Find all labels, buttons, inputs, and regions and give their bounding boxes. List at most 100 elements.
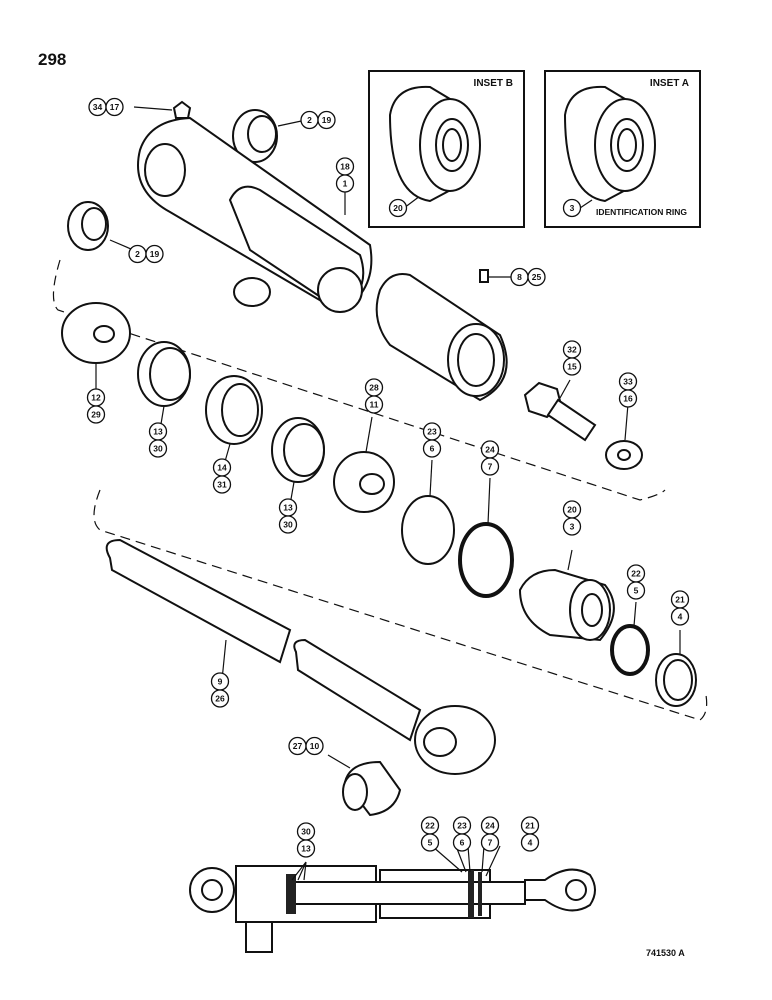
bushing-10 xyxy=(342,760,402,817)
callout-c34-17: 34 17 xyxy=(88,97,124,117)
callout-number: 7 xyxy=(488,462,493,472)
callout-number: 23 xyxy=(457,821,467,831)
callout-number: 2 xyxy=(135,249,140,259)
group-outline-upper xyxy=(52,259,666,501)
callout-circle xyxy=(520,833,540,852)
callout-circle xyxy=(335,174,355,193)
callout-number: 34 xyxy=(93,102,103,112)
callout-number: 25 xyxy=(532,272,542,282)
callout-c20-3: 203 xyxy=(562,500,582,536)
callout-circle xyxy=(480,457,500,476)
callout-c24-7-asm: 24 7 xyxy=(480,816,500,852)
callout-circle xyxy=(626,581,646,600)
fitting-small xyxy=(479,269,489,283)
callout-number: 19 xyxy=(150,249,160,259)
callout-circle xyxy=(212,475,232,494)
callout-number: 3 xyxy=(570,203,575,213)
callout-number: 14 xyxy=(217,463,227,473)
callout-c3-inset: 3 xyxy=(562,198,582,218)
callout-c23-6-asm: 23 6 xyxy=(452,816,472,852)
inset-b-gland xyxy=(388,85,481,203)
callout-number: 27 xyxy=(293,741,303,751)
callout-c22-5-asm: 225 xyxy=(420,816,440,852)
callout-number: 26 xyxy=(215,694,225,704)
washer-16 xyxy=(605,440,643,470)
callout-c9-26: 9 26 xyxy=(210,672,230,708)
inset-a-title: INSET A xyxy=(649,78,689,89)
callout-number: 4 xyxy=(528,838,533,848)
cylinder-head xyxy=(375,273,508,402)
bushing-top xyxy=(232,109,278,163)
callout-number: 23 xyxy=(427,427,437,437)
callout-number: 21 xyxy=(525,821,535,831)
callout-number: 7 xyxy=(488,838,493,848)
callout-circle xyxy=(670,607,690,626)
piston-nut-11 xyxy=(333,451,395,513)
callout-number: 17 xyxy=(110,102,120,112)
bushing-left xyxy=(67,201,109,251)
group-outline-lower xyxy=(93,489,708,721)
callout-circle xyxy=(317,110,336,130)
callout-circle xyxy=(422,439,442,458)
callout-number: 4 xyxy=(678,612,683,622)
page-number: 298 xyxy=(38,50,67,69)
callout-circle xyxy=(452,833,472,852)
callout-number: 28 xyxy=(369,383,379,393)
callout-circle xyxy=(618,389,638,408)
callout-number: 1 xyxy=(343,179,348,189)
callout-circle xyxy=(278,515,298,534)
callout-circle xyxy=(527,267,546,287)
callout-number: 33 xyxy=(623,377,633,387)
inset-a-box: INSET A xyxy=(544,70,701,228)
callout-circle xyxy=(86,405,106,424)
callout-circle xyxy=(562,357,582,376)
callout-number: 29 xyxy=(91,410,101,420)
assembled-cylinder xyxy=(189,865,596,953)
callout-number: 12 xyxy=(91,393,101,403)
callout-circle xyxy=(296,839,316,858)
callout-number: 10 xyxy=(310,741,320,751)
callout-number: 21 xyxy=(675,595,685,605)
callout-circle xyxy=(148,439,168,458)
callout-number: 6 xyxy=(460,838,465,848)
callout-number: 15 xyxy=(567,362,577,372)
callout-number: 30 xyxy=(153,444,163,454)
seal-5 xyxy=(610,624,650,676)
callout-circle xyxy=(388,198,408,218)
callout-c21-4-asm: 21 4 xyxy=(520,816,540,852)
callout-c2-19-left: 2 19 xyxy=(128,244,164,264)
callout-circle xyxy=(305,736,324,756)
figure-code: 741530 A xyxy=(646,948,685,958)
callout-circle xyxy=(364,395,384,414)
callout-number: 30 xyxy=(301,827,311,837)
callout-number: 22 xyxy=(631,569,641,579)
seal-13a xyxy=(137,341,191,407)
ring-14 xyxy=(205,375,263,445)
callout-number: 9 xyxy=(218,677,223,687)
identification-ring-label: IDENTIFICATION RING xyxy=(596,207,687,217)
backup-ring-7 xyxy=(458,522,514,598)
callout-c32-15: 32 15 xyxy=(562,340,582,376)
callout-number: 5 xyxy=(428,838,433,848)
callout-circle xyxy=(480,833,500,852)
callout-number: 32 xyxy=(567,345,577,355)
callout-circle xyxy=(562,517,582,536)
bolt-15 xyxy=(523,381,597,442)
callout-number: 31 xyxy=(217,480,227,490)
callout-circle xyxy=(562,198,582,218)
callout-circle xyxy=(420,833,440,852)
callout-number: 3 xyxy=(570,522,575,532)
cylinder-tube xyxy=(137,116,373,314)
inset-b-title: INSET B xyxy=(473,78,513,89)
piston-rod xyxy=(105,538,496,775)
callout-number: 5 xyxy=(634,586,639,596)
callout-number: 24 xyxy=(485,821,495,831)
leader-lines xyxy=(95,106,681,881)
callout-c23-6: 236 xyxy=(422,422,442,458)
callout-c14-31: 14 31 xyxy=(212,458,232,494)
